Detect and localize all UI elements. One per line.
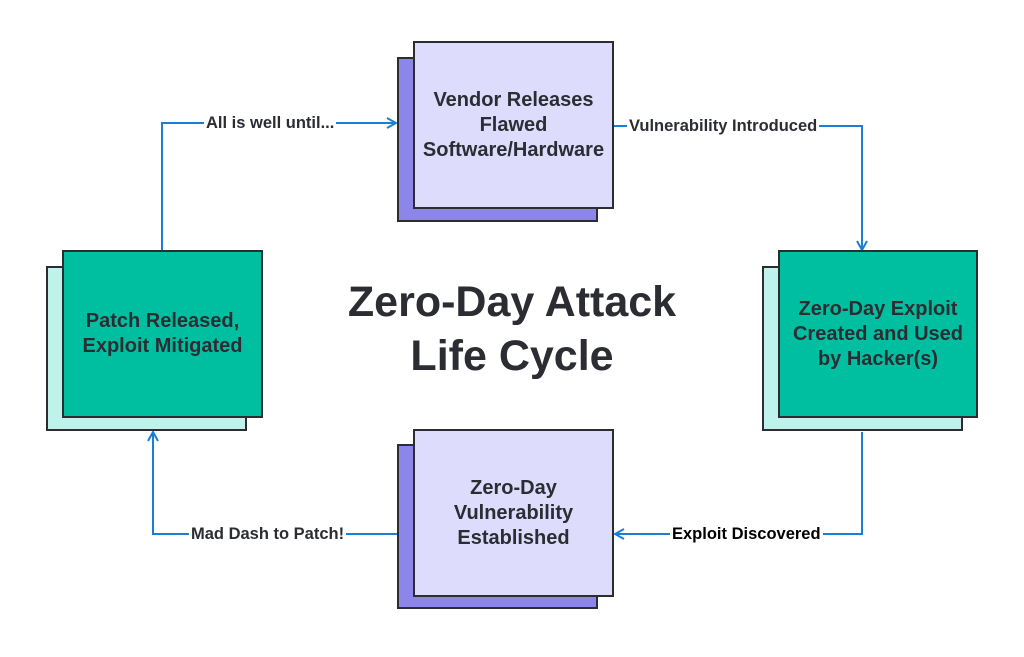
patch-released-box: Patch Released, Exploit Mitigated — [62, 250, 263, 418]
exploit-discovered-label: Exploit Discovered — [670, 524, 823, 544]
arrow-vulnerability-to-patch — [153, 432, 399, 535]
vendor-releases-box: Vendor Releases Flawed Software/Hardware — [413, 41, 614, 209]
arrow-patch-to-vendor — [161, 123, 396, 250]
arrow-exploit-to-vulnerability — [615, 432, 863, 534]
arrow-vendor-to-exploit — [614, 125, 862, 250]
all-is-well-label: All is well until... — [204, 113, 337, 133]
diagram-title: Zero-Day Attack Life Cycle — [347, 278, 677, 380]
vulnerability-established-box: Zero-Day Vulnerability Established — [413, 429, 614, 597]
exploit-created-box: Zero-Day Exploit Created and Used by Hac… — [778, 250, 978, 418]
mad-dash-label: Mad Dash to Patch! — [189, 524, 347, 544]
vulnerability-introduced-label: Vulnerability Introduced — [627, 116, 820, 136]
